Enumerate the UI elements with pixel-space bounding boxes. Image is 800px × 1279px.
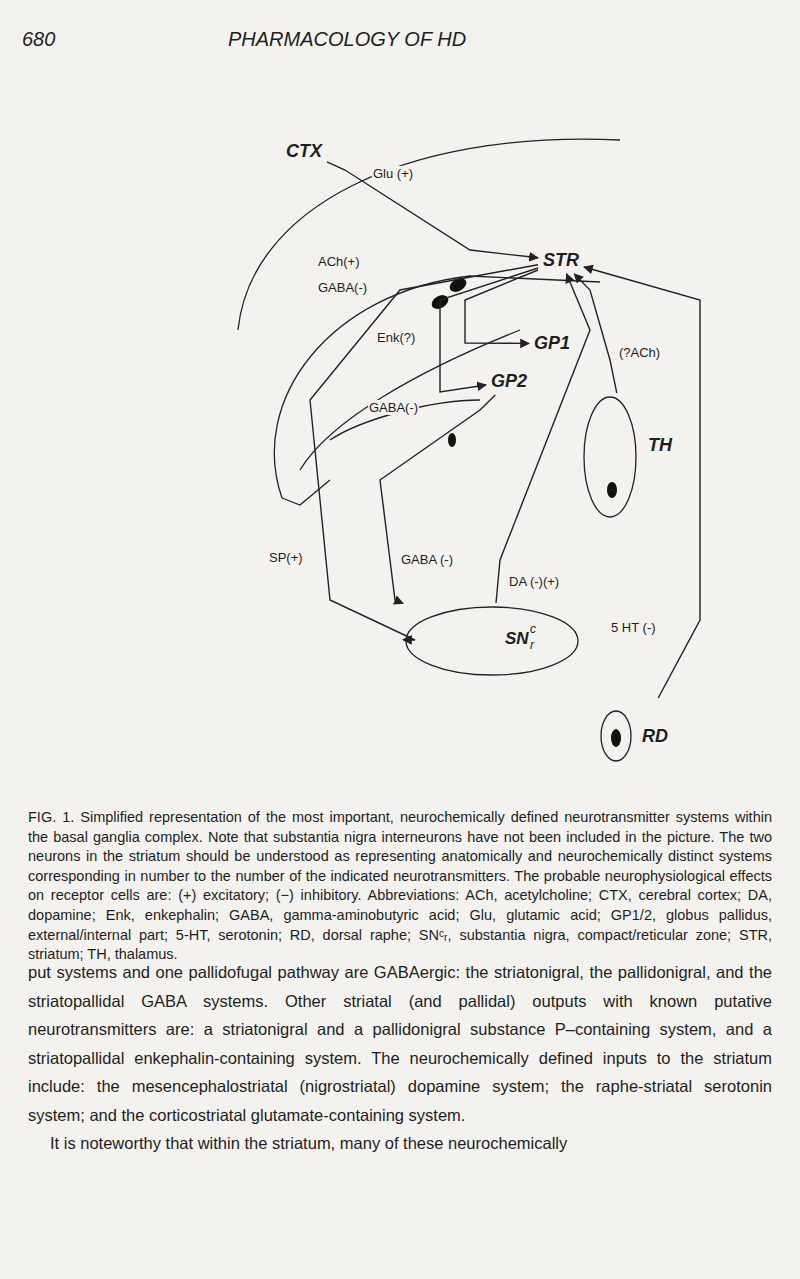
transmitter-label: DA (-)(+) (508, 574, 560, 589)
region-label: CTX (283, 140, 325, 163)
region-label: TH (648, 435, 672, 456)
region-outline (598, 700, 683, 762)
running-header: PHARMACOLOGY OF HD (228, 28, 466, 51)
transmitter-label: Enk(?) (376, 330, 416, 345)
neuron-body (448, 433, 456, 447)
striatum-outline (274, 276, 600, 498)
neuron-body (607, 482, 617, 498)
figure-caption: FIG. 1. Simplified representation of the… (28, 808, 772, 965)
raphe-region: RD (598, 700, 683, 762)
body-paragraph: put systems and one pallidofugal pathway… (28, 958, 772, 1129)
pathway-connector (465, 270, 538, 343)
region-label: GP1 (534, 333, 570, 353)
zone-index: r (530, 638, 534, 652)
neuron-body (611, 729, 621, 747)
pathway-connector (310, 265, 538, 640)
region-label: CTX (286, 141, 322, 161)
substantia-nigra-region: SNcr (405, 605, 580, 677)
pathway-connector (380, 395, 495, 603)
pallidum-outline (282, 480, 330, 505)
page-number: 680 (22, 28, 55, 51)
transmitter-label: SP(+) (268, 550, 304, 565)
region-label: GP2 (491, 371, 527, 391)
pallidum-outline (300, 330, 520, 470)
region-outline (405, 605, 580, 677)
region-outline (406, 607, 578, 675)
region-label: STR (543, 250, 579, 270)
transmitter-label: GABA(-) (318, 280, 367, 295)
region-outline (584, 397, 636, 517)
transmitter-label: GABA(-) (368, 400, 419, 415)
pathway-connector (496, 274, 590, 603)
body-paragraph: It is noteworthy that within the striatu… (28, 1129, 772, 1158)
thalamus-region: TH (580, 395, 680, 520)
pathway-connector (574, 274, 617, 393)
region-label: STR (540, 249, 582, 272)
transmitter-label: ACh(+) (318, 254, 360, 269)
pathway-connector (584, 267, 700, 698)
transmitter-label: 5 HT (-) (610, 620, 657, 635)
region-label: SN (505, 629, 529, 649)
pathway-connector (327, 162, 538, 258)
zone-index: c (530, 622, 536, 636)
cortex-outline (238, 139, 620, 330)
body-text: put systems and one pallidofugal pathway… (28, 958, 772, 1158)
region-label: RD (642, 726, 668, 747)
region-label: GP2 (488, 370, 530, 393)
transmitter-label: (?ACh) (618, 345, 661, 360)
region-outline (601, 711, 631, 761)
pathway-connector (440, 268, 538, 392)
transmitter-label: Glu (+) (372, 166, 414, 181)
transmitter-label: GABA (-) (400, 552, 454, 567)
pallidum-outline (330, 400, 480, 440)
region-outline (580, 395, 680, 520)
region-label: GP1 (531, 332, 573, 355)
